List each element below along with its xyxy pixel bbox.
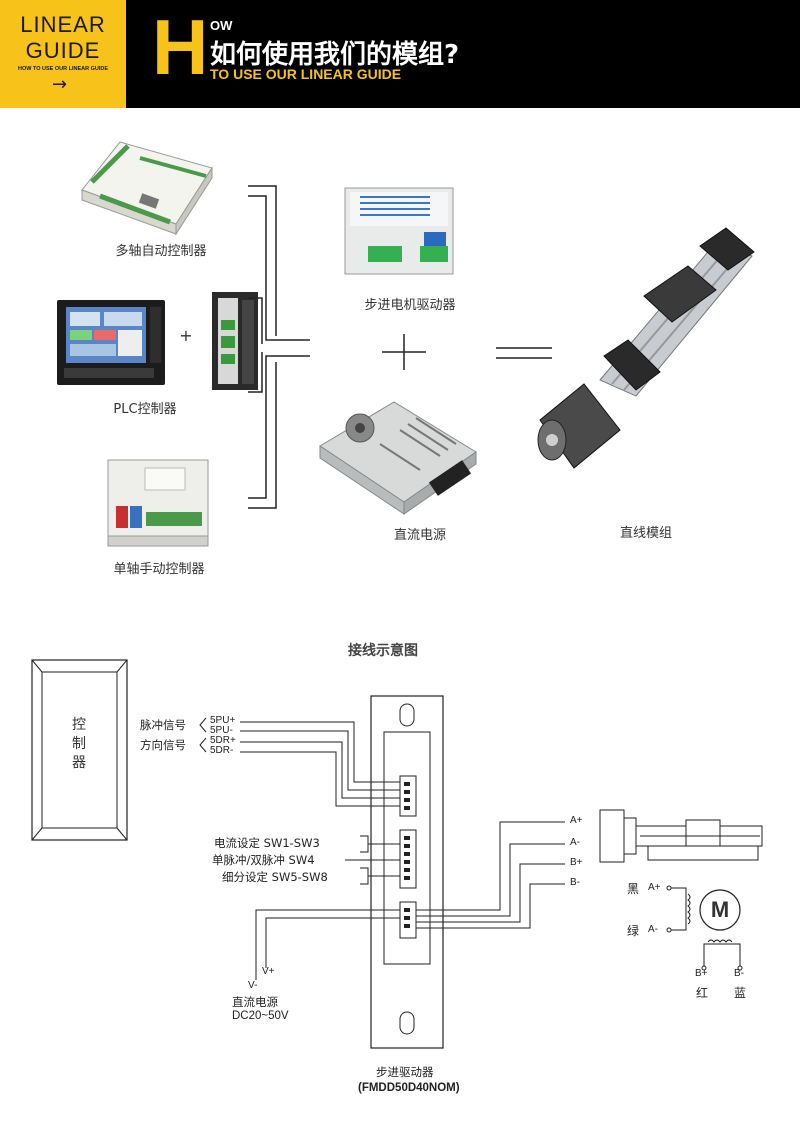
pulse-signal-label: 脉冲信号 [140,718,186,732]
phase-b-plus: B+ [570,857,583,868]
motor-terminal-b-plus: B+ [695,968,708,979]
connection-brackets [248,185,310,509]
plus-sign-big [382,334,426,370]
brand-subtitle: HOW TO USE OUR LINEAR GUIDE [17,66,109,72]
motor-icon: M [710,897,730,922]
sw-current-label: 电流设定 SW1-SW3 [214,836,320,850]
switch-wires [345,835,400,885]
controller-label: 控 制 器 [72,717,86,771]
motor-terminal-b-minus: B- [734,968,744,979]
v-minus-label: V- [248,980,258,991]
motor-terminal-a-plus: A+ [648,882,661,893]
caption-power-supply: 直流电源 [393,528,446,543]
dc-power-label: 直流电源 [232,995,278,1009]
servo-drive-image [212,292,258,390]
caption-plc-controller: PLC控制器 [113,402,177,417]
plus-sign-small: + [179,326,193,345]
brand-logo: LINEAR GUIDE HOW TO USE OUR LINEAR GUIDE… [0,0,126,108]
motor-module-image [599,809,763,863]
wire-color-red: 红 [696,986,709,1000]
sw-subdiv-label: 细分设定 SW5-SW8 [222,870,328,884]
stepper-driver-image [344,187,454,275]
wire-color-green: 绿 [627,924,640,938]
signal-wires [199,717,400,807]
controller-box [31,659,128,841]
equals-sign [496,347,552,359]
pin-5dr-minus: 5DR- [210,745,234,756]
sw-pulse-label: 单脉冲/双脉冲 SW4 [212,853,315,867]
caption-linear-module: 直线模组 [619,526,672,541]
caption-single-axis-controller: 单轴手动控制器 [113,562,205,577]
multi-axis-controller-image [81,141,213,236]
phase-b-minus: B- [570,877,580,888]
pin-5pu-plus: 5PU+ [210,715,236,726]
caption-multi-axis-controller: 多轴自动控制器 [115,244,207,259]
page-title-cn: 如何使用我们的模组? [210,40,460,70]
pin-5pu-minus: 5PU- [210,725,233,736]
page-title-en: TO USE OUR LINEAR GUIDE [210,66,402,82]
wiring-title: 接线示意图 [348,643,418,659]
caption-stepper-driver: 步进电机驱动器 [364,298,456,313]
phase-a-minus: A- [570,837,580,848]
pin-5dr-plus: 5DR+ [210,735,236,746]
wire-color-blue: 蓝 [734,986,747,1000]
arrow-right-icon: → [52,74,68,95]
big-h-letter: H [152,3,209,91]
driver-label: 步进驱动器 [376,1065,434,1079]
wire-color-black: 黑 [627,882,640,896]
single-axis-controller-image [107,459,209,547]
driver-model: (FMDD50D40NOM) [358,1082,460,1094]
power-wires [255,909,400,980]
how-small-text: OW [210,18,233,33]
phase-a-plus: A+ [570,815,583,826]
driver-box [370,695,444,1049]
v-plus-label: V+ [262,966,275,977]
power-supply-image [319,401,477,515]
motor-schematic [666,885,743,971]
brand-line-2: GUIDE [25,38,101,63]
motor-terminal-a-minus: A- [648,924,658,935]
direction-signal-label: 方向信号 [140,738,186,752]
plc-screen-image [57,300,165,385]
phase-wires [416,821,565,929]
linear-module-image [537,227,755,469]
dc-range-label: DC20~50V [232,1010,289,1022]
brand-line-1: LINEAR [20,12,106,37]
header-banner [0,0,800,108]
